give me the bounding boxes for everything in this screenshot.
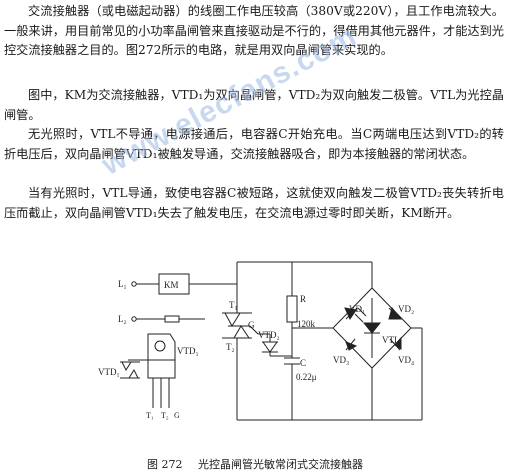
label-r-value: 120k [297,319,316,329]
label-vtd2: VTD₂ [258,330,280,340]
label-vd1: VD₁ [349,304,365,314]
circuit-diagram: L₁ L₂ KM T₁ G T₂ VTD₂ R 120k C 0.22μ VD₁… [98,261,423,421]
label-g-pin: G [174,411,180,420]
diode-bridge [332,287,412,369]
paragraph-no-light: 无光照时，VTL不导通，电源接通后，电容器C开始充电。当C两端电压达到VTD₂的… [4,127,504,161]
label-l2: L₂ [118,314,127,324]
label-vd2: VD₂ [398,304,414,314]
label-t2-pin: T₂ [161,411,169,420]
label-r: R [300,294,306,304]
label-km: KM [164,280,179,290]
label-vtd1-pkg: VTD₁ [98,367,120,377]
label-circ-t1: T₁ [229,300,238,310]
label-vtl: VTL [382,335,400,345]
label-c-value: 0.22μ [296,372,317,382]
resistor-r [286,295,298,323]
triac-vtd1-symbol [222,312,259,339]
label-l1: L₁ [118,279,127,289]
label-circ-g: G [248,320,255,330]
label-circ-t2: T₂ [226,342,235,352]
paragraph-with-light: 当有光照时，VTL导通，致使电容器C被短路，这就使双向触发二极管VTD₂丧失转折… [4,186,504,220]
label-t1-pin: T₁ [146,411,154,420]
label-c: C [300,358,306,368]
vtl-thyristor-symbol [354,298,382,358]
figure-caption: 图 272 光控晶闸管光敏常闭式交流接触器 [0,456,510,472]
label-vd4: VD₄ [398,355,414,365]
vtd-package-symbol [120,361,140,379]
paragraph-intro: 交流接触器（或电磁起动器）的线圈工作电压较高（380V或220V），且工作电流较… [4,4,504,57]
label-vtd1-body: VTD₁ [177,346,199,356]
paragraph-components: 图中，KM为交流接触器，VTD₁为双向晶闸管，VTD₂为双向触发二极管。VTL为… [4,88,504,122]
diac-vtd2-symbol [258,333,292,357]
caption-title: 光控晶闸管光敏常闭式交流接触器 [198,458,363,471]
vtd1-package-drawing [128,333,176,408]
caption-number: 图 272 [147,458,183,471]
label-vd3: VD₃ [333,355,349,365]
